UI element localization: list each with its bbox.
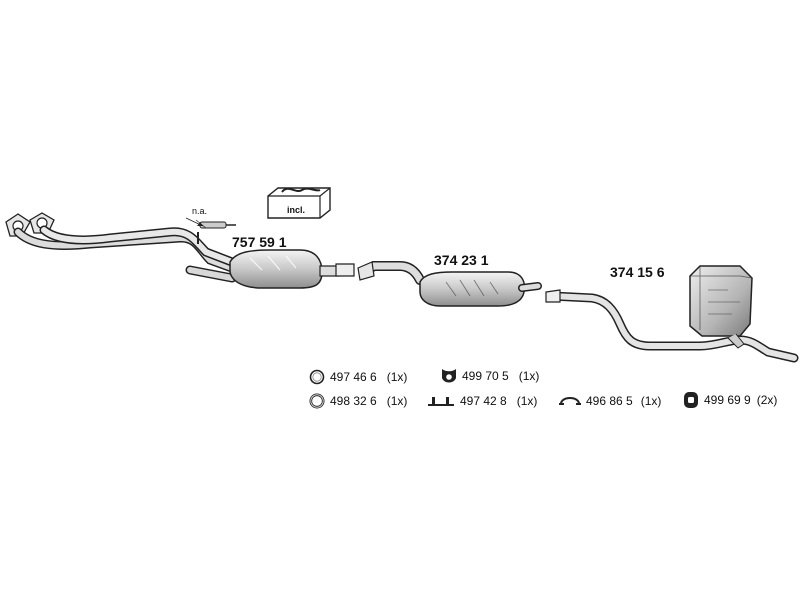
rear-silencer (689, 265, 753, 349)
middle-pipe-assembly (357, 261, 542, 307)
legend-item-498-32-6: 498 32 6 (1x) (308, 392, 407, 410)
rubber-block-icon (684, 392, 698, 408)
legend-qty: (1x) (516, 394, 538, 408)
middle-silencer (419, 271, 526, 307)
legend-item-497-46-6: 497 46 6 (1x) (308, 368, 407, 386)
not-available-label: n.a. (192, 206, 208, 216)
legend-code: 499 69 9 (704, 393, 751, 407)
part-number-middle: 374 23 1 (434, 252, 489, 268)
legend-code: 497 46 6 (330, 370, 377, 384)
legend-qty: (2x) (756, 393, 778, 407)
included-label: incl. (287, 205, 306, 215)
legend-item-496-86-5: 496 86 5 (1x) (558, 392, 661, 410)
part-number-rear: 374 15 6 (610, 264, 665, 280)
legend-code: 498 32 6 (330, 394, 377, 408)
legend-qty: (1x) (386, 370, 408, 384)
pipe-clamp-icon (559, 397, 581, 405)
legend-code: 496 86 5 (586, 394, 633, 408)
legend-qty: (1x) (386, 394, 408, 408)
catalytic-converter (229, 249, 355, 289)
legend-item-497-42-8: 497 42 8 (1x) (426, 392, 537, 410)
legend-item-499-69-9: 499 69 9 (2x) (682, 390, 777, 410)
part-number-front: 757 59 1 (232, 234, 287, 250)
included-parts-box (267, 187, 331, 219)
front-pipe-assembly (5, 212, 355, 289)
callout-line (195, 219, 207, 229)
rubber-mount-icon (442, 369, 456, 383)
legend-qty: (1x) (518, 369, 540, 383)
ring-icon (309, 369, 325, 385)
legend-code: 497 42 8 (460, 394, 507, 408)
legend-code: 499 70 5 (462, 369, 509, 383)
thick-ring-icon (309, 393, 325, 409)
legend-item-499-70-5: 499 70 5 (1x) (440, 366, 539, 386)
legend-qty: (1x) (640, 394, 662, 408)
rear-pipe-assembly (545, 265, 799, 363)
bolt-clamp-icon (428, 397, 454, 406)
oxygen-sensor-icon (185, 217, 236, 244)
